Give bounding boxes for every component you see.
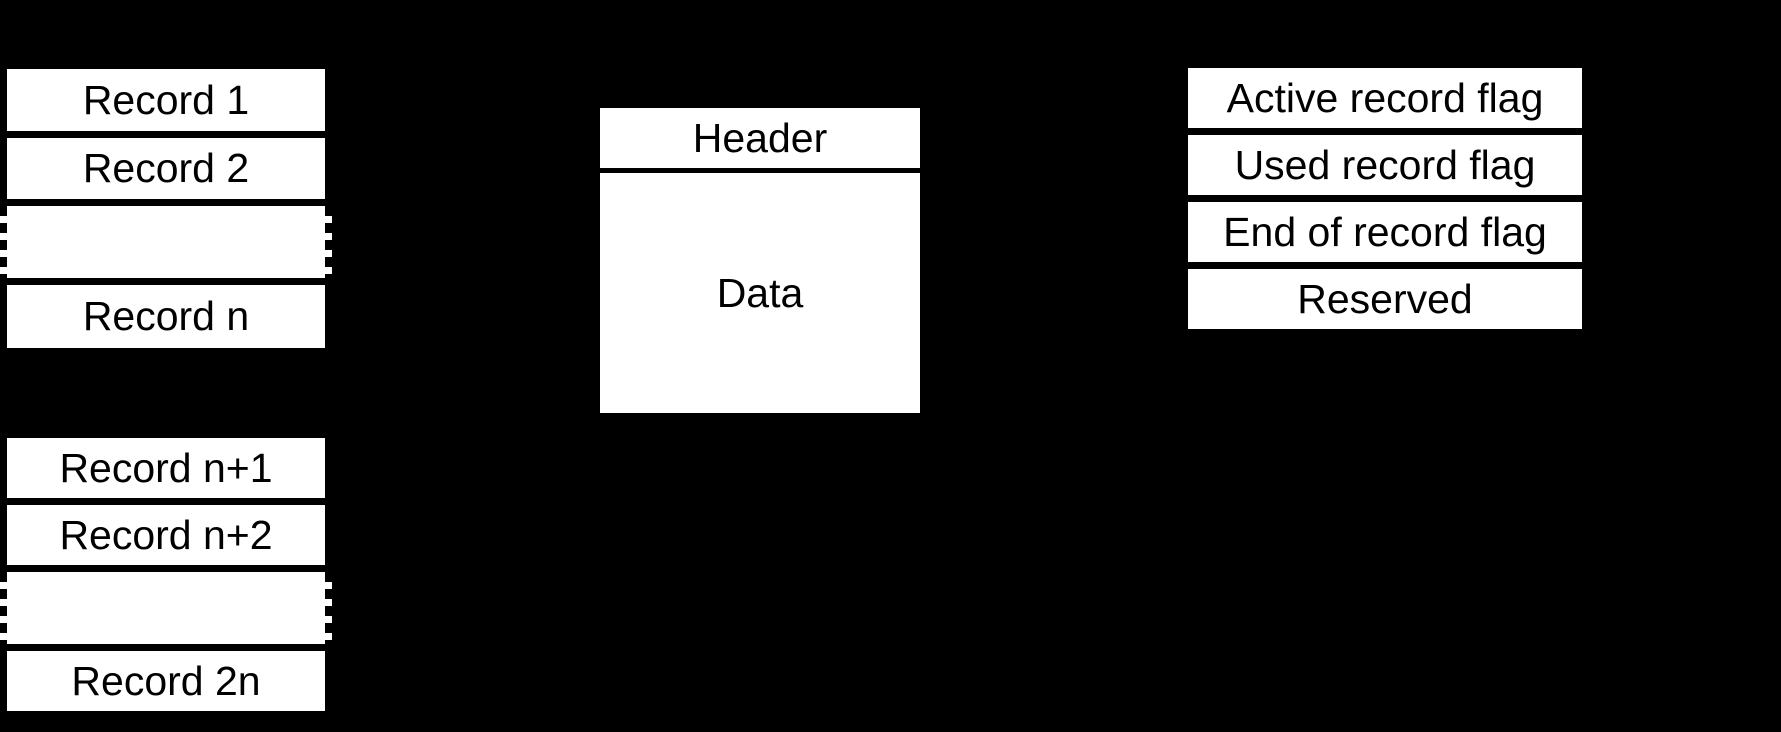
flag-cell: Used record flag (1188, 135, 1582, 195)
flag-cell: Reserved (1188, 269, 1582, 329)
record-data-cell: Data (716, 269, 804, 316)
record-cell: Record n (7, 285, 325, 348)
record-header-cell: Header (600, 108, 920, 173)
records-table-bottom: Record n+1 Record n+2 Record 2n (0, 438, 332, 711)
record-structure-block: Header Data (600, 108, 920, 413)
flag-cell: End of record flag (1188, 202, 1582, 262)
record-cell: Record n+2 (7, 505, 325, 565)
ellipsis-row (0, 572, 332, 644)
flag-cell: Active record flag (1188, 68, 1582, 128)
record-cell: Record 2 (7, 138, 325, 199)
record-cell: Record 2n (7, 651, 325, 711)
record-cell: Record 1 (7, 69, 325, 131)
flags-table: Active record flag Used record flag End … (1188, 68, 1582, 329)
record-cell: Record n+1 (7, 438, 325, 498)
records-table-top: Record 1 Record 2 Record n (0, 69, 332, 348)
ellipsis-row (0, 206, 332, 278)
